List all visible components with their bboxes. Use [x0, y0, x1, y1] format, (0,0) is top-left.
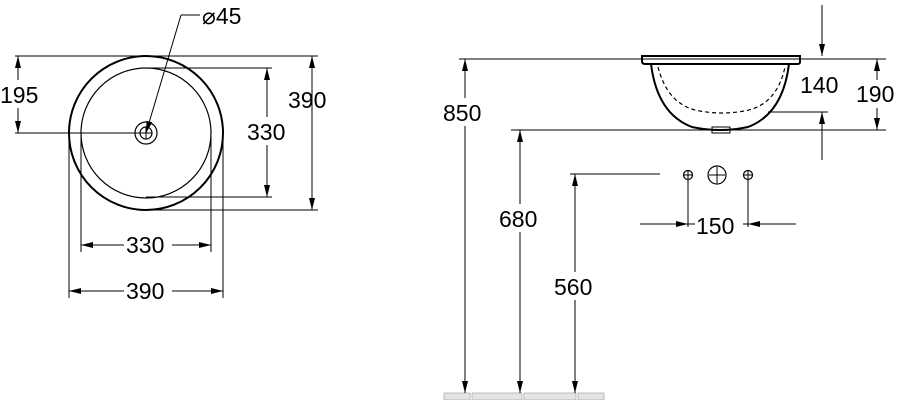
overall-depth-label: 190: [856, 81, 894, 107]
tap-height-label: 560: [554, 274, 592, 300]
elevation-extension-lines: [459, 58, 886, 227]
plan-view: ⌀45 195 330 390 330 390: [0, 3, 326, 304]
basin-rim-profile: [641, 55, 801, 65]
inner-height-label: 330: [247, 119, 285, 145]
drain-diameter-leader: [145, 14, 200, 134]
drain-diameter-label: ⌀45: [202, 3, 241, 29]
bowl-depth-label: 140: [800, 72, 838, 98]
tap-holes: [682, 165, 754, 185]
drain-height-label: 680: [499, 206, 537, 232]
inner-width-label: 330: [126, 232, 164, 258]
install-height-label: 850: [443, 100, 481, 126]
basin-bowl-profile: [650, 63, 790, 131]
elevation-view: 140 190 850 680 560: [443, 5, 900, 400]
outer-height-label: 390: [288, 87, 326, 113]
floor-line: [443, 392, 605, 400]
tap-hole-right: [742, 169, 754, 181]
outer-width-label: 390: [126, 278, 164, 304]
tap-hole-left: [682, 169, 694, 181]
rim-offset-label: 195: [0, 82, 38, 108]
basin-inner-hidden-line: [657, 66, 786, 114]
tap-hole-center: [707, 165, 727, 185]
plan-extension-lines: [15, 55, 318, 298]
tap-spacing-label: 150: [696, 213, 734, 239]
